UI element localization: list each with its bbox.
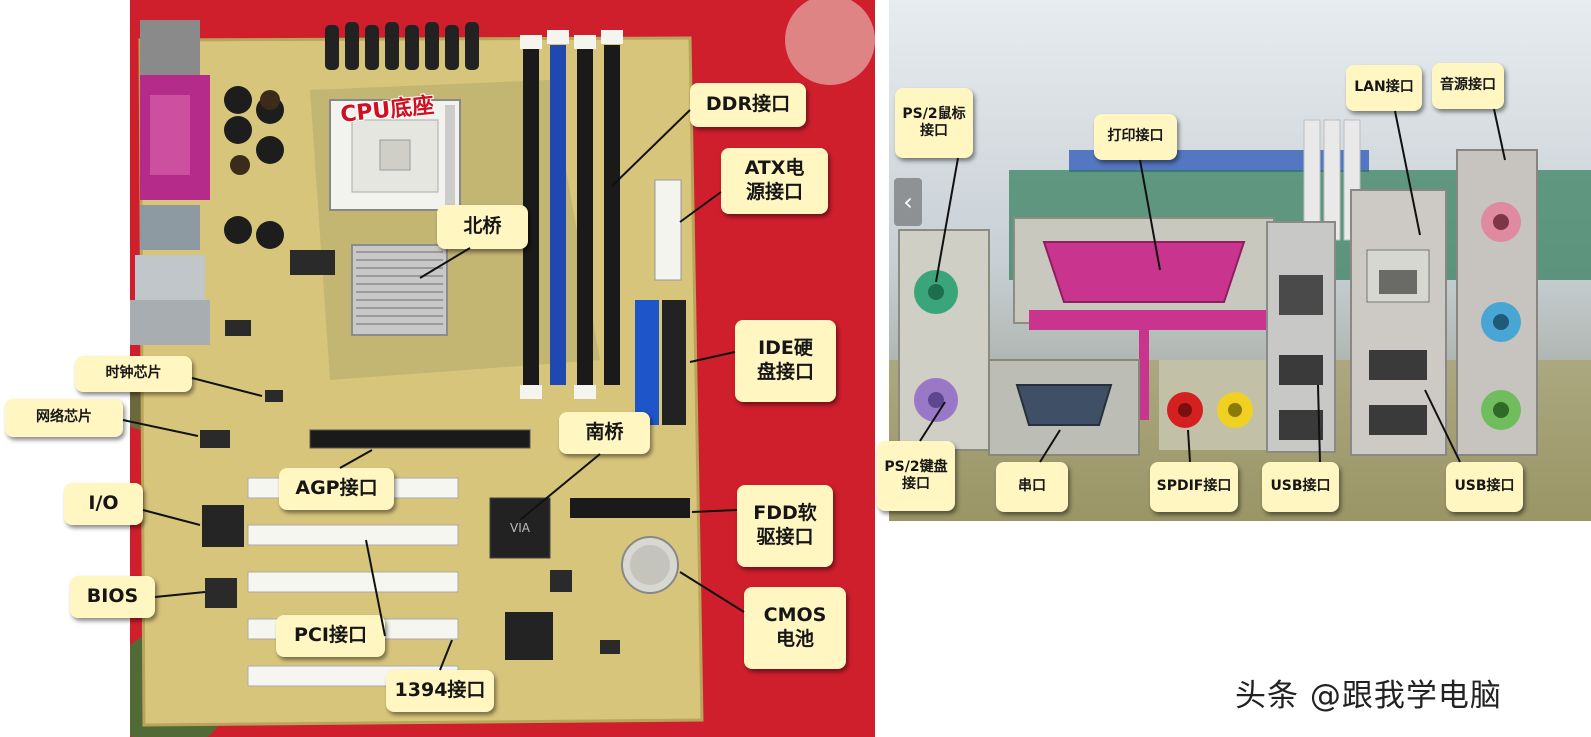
usb-callout-2: USB接口 bbox=[1446, 462, 1523, 512]
atx-power-callout: ATX电 源接口 bbox=[721, 148, 828, 214]
pci-callout: PCI接口 bbox=[276, 615, 385, 657]
serial-callout: 串口 bbox=[996, 462, 1068, 512]
network-chip-callout: 网络芯片 bbox=[5, 399, 123, 437]
lan-callout: LAN接口 bbox=[1346, 65, 1422, 111]
print-callout: 打印接口 bbox=[1094, 114, 1177, 160]
cmos-battery-callout: CMOS 电池 bbox=[744, 587, 846, 669]
back-panel-photo: ‹ bbox=[889, 0, 1591, 521]
agp-callout: AGP接口 bbox=[279, 468, 394, 510]
spdif-callout: SPDIF接口 bbox=[1150, 462, 1238, 512]
svg-text:VIA: VIA bbox=[510, 521, 531, 535]
southbridge-callout: 南桥 bbox=[559, 412, 650, 454]
ieee1394-callout: 1394接口 bbox=[386, 670, 494, 712]
northbridge-callout: 北桥 bbox=[437, 205, 528, 249]
gallery-prev-button[interactable]: ‹ bbox=[894, 178, 922, 226]
ide-callout: IDE硬 盘接口 bbox=[735, 320, 836, 402]
chevron-left-icon: ‹ bbox=[903, 188, 913, 216]
usb-callout-1: USB接口 bbox=[1262, 462, 1339, 512]
fdd-callout: FDD软 驱接口 bbox=[737, 485, 833, 567]
bios-callout: BIOS bbox=[70, 576, 155, 618]
back-panel-illustration bbox=[889, 0, 1591, 521]
clock-chip-callout: 时钟芯片 bbox=[75, 356, 192, 392]
audio-callout: 音源接口 bbox=[1432, 63, 1504, 109]
ddr-callout: DDR接口 bbox=[690, 83, 806, 127]
source-watermark: 头条 @跟我学电脑 bbox=[1235, 678, 1502, 714]
io-callout: I/O bbox=[64, 483, 143, 525]
ps2-mouse-callout: PS/2鼠标 接口 bbox=[895, 88, 973, 158]
ps2-keyboard-callout: PS/2键盘 接口 bbox=[877, 441, 955, 511]
